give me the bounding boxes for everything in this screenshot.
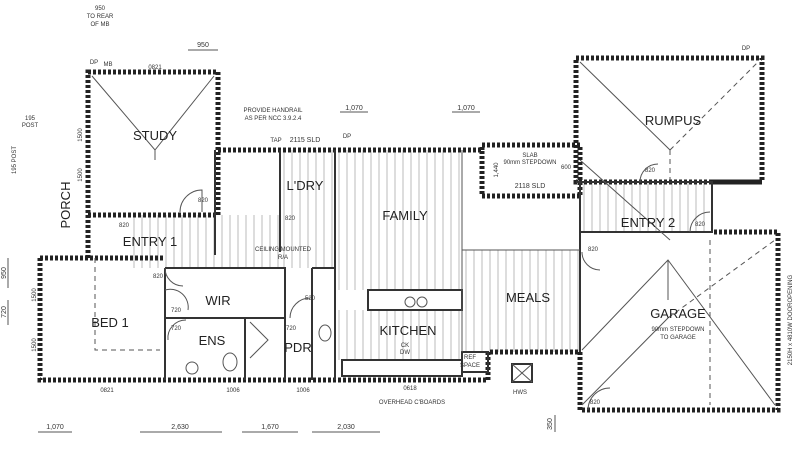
- note: 1006: [296, 388, 310, 394]
- note: 0821: [100, 388, 114, 394]
- dim-label: 720: [171, 326, 182, 332]
- note: PROVIDE HANDRAIL: [243, 108, 303, 114]
- note: TO REAR: [87, 14, 114, 20]
- dim-label: 1500: [32, 338, 38, 352]
- dim-label: 1,070: [457, 105, 475, 112]
- note: 1006: [226, 388, 240, 394]
- note: HWS: [513, 390, 527, 396]
- dim-label: 1500: [78, 128, 84, 142]
- note: REF: [464, 355, 476, 361]
- note: MB: [104, 62, 113, 68]
- note: 950: [95, 6, 106, 12]
- note: TO GARAGE: [660, 335, 696, 341]
- dim-label: 1,440: [494, 162, 500, 178]
- note: TAP: [270, 138, 281, 144]
- note: 195 POST: [12, 146, 18, 174]
- room-entry1: ENTRY 1: [123, 234, 177, 249]
- note: 90mm STEPDOWN: [651, 327, 704, 333]
- roof-lines: [91, 61, 776, 406]
- note: DP: [343, 134, 351, 140]
- note: R/A: [278, 255, 288, 261]
- note: SLAB: [522, 153, 537, 159]
- room-rumpus: RUMPUS: [645, 113, 702, 128]
- note: 2150H x 4810W DOOROPENING: [788, 274, 794, 365]
- room-ensuite: ENS: [199, 333, 226, 348]
- note: 90mm STEPDOWN: [503, 160, 556, 166]
- note: POST: [22, 123, 39, 129]
- note: OVERHEAD C'BOARDS: [379, 400, 445, 406]
- note: 0618: [403, 386, 417, 392]
- note: DP: [90, 60, 98, 66]
- room-labels: STUDY RUMPUS L'DRY FAMILY ENTRY 1 ENTRY …: [58, 113, 706, 355]
- door-swings: [164, 163, 711, 411]
- room-wir: WIR: [205, 293, 230, 308]
- dim-label: 820: [119, 223, 130, 229]
- dim-label: 820: [588, 247, 599, 253]
- note: SPACE: [460, 363, 480, 369]
- dim-label: 820: [590, 400, 601, 406]
- dim-label: 1500: [78, 168, 84, 182]
- dim-label: 2,030: [337, 424, 355, 431]
- note: OF MB: [91, 22, 110, 28]
- dim-label: 720: [1, 306, 8, 318]
- dim-label: 1,670: [261, 424, 279, 431]
- note: CK: [401, 343, 409, 349]
- note: 2115 SLD: [290, 137, 321, 144]
- note: 0821: [148, 65, 162, 71]
- annotations: 950 TO REAR OF MB DP MB 0821 PROVIDE HAN…: [12, 6, 794, 406]
- room-laundry: L'DRY: [287, 178, 324, 193]
- dim-label: 2,630: [171, 424, 189, 431]
- room-family: FAMILY: [382, 208, 428, 223]
- dim-label: 820: [198, 198, 209, 204]
- room-meals: MEALS: [506, 290, 550, 305]
- dim-label: 820: [695, 222, 706, 228]
- dim-label: 950: [197, 42, 209, 49]
- room-kitchen: KITCHEN: [379, 323, 436, 338]
- dim-label: 950: [1, 267, 8, 279]
- dim-label: 820: [285, 216, 296, 222]
- dim-label: 1500: [32, 288, 38, 302]
- room-porch: PORCH: [58, 182, 73, 229]
- internal-walls: [164, 150, 713, 383]
- dimension-labels: 950 1,070 1,070 1,070 2,630 1,670 2,030 …: [1, 42, 706, 431]
- room-entry2: ENTRY 2: [621, 215, 675, 230]
- dimension-lines: [7, 49, 556, 433]
- room-garage: GARAGE: [650, 306, 706, 321]
- room-bed1: BED 1: [91, 315, 129, 330]
- dim-label: 820: [153, 274, 164, 280]
- dim-label: 820: [645, 168, 656, 174]
- room-powder: PDR: [284, 340, 311, 355]
- dim-label: 720: [286, 326, 297, 332]
- note: DP: [742, 46, 750, 52]
- note: AS PER NCC 3.9.2.4: [245, 116, 302, 122]
- dim-label: 600: [561, 165, 572, 171]
- dim-label: 1,070: [345, 105, 363, 112]
- room-study: STUDY: [133, 128, 177, 143]
- note: 195: [25, 116, 36, 122]
- floorboard-hatching: [133, 150, 705, 360]
- dim-label: 1,070: [46, 424, 64, 431]
- note: DW: [400, 350, 410, 356]
- dim-label: 520: [305, 296, 316, 302]
- note: CEILING MOUNTED: [255, 247, 312, 253]
- dim-label: 720: [171, 308, 182, 314]
- note: 2118 SLD: [515, 183, 546, 190]
- dim-label: 350: [547, 418, 554, 430]
